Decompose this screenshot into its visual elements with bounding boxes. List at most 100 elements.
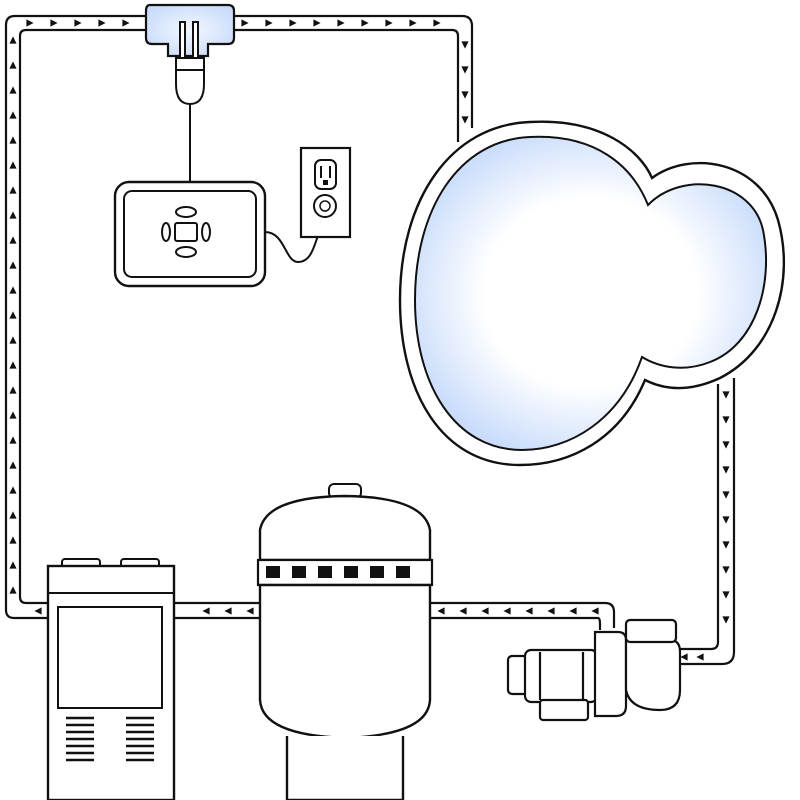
flow-arrow (9, 486, 17, 494)
flow-arrow (9, 436, 17, 444)
flow-arrow (433, 19, 441, 27)
flow-arrow (9, 586, 17, 594)
flow-arrow (9, 561, 17, 569)
filter-clamp (396, 566, 410, 578)
flow-arrow (722, 591, 730, 599)
filter-lid (258, 494, 432, 562)
flow-arrow (722, 541, 730, 549)
pump-foot (538, 698, 590, 722)
flow-arrow (9, 86, 17, 94)
flow-arrow (9, 311, 17, 319)
flow-arrow (696, 653, 704, 661)
flow-arrow (289, 19, 297, 27)
flow-arrow (34, 607, 42, 615)
flow-arrow (722, 491, 730, 499)
flow-arrow (591, 607, 599, 615)
flow-arrow (224, 607, 232, 615)
inline-chlorinator-icon (144, 3, 236, 182)
flow-arrow (361, 19, 369, 27)
outlet-plug-icon (313, 194, 337, 218)
chlorinator-body (144, 3, 236, 58)
flow-arrow (722, 391, 730, 399)
flow-arrow (461, 66, 469, 74)
flow-arrow (569, 607, 577, 615)
pipe-network (4, 14, 736, 666)
flow-arrow (547, 607, 555, 615)
pump-inlet (624, 618, 678, 644)
return-pipe-inner (18, 28, 460, 605)
flow-arrow (122, 19, 130, 27)
flow-arrow (202, 607, 210, 615)
heater-icon (46, 558, 176, 800)
flow-arrow (26, 19, 34, 27)
flow-arrow (461, 116, 469, 124)
control-panel-screen (123, 190, 257, 278)
filter-clamp (344, 566, 358, 578)
pipe-pump-filter-upper (430, 601, 616, 628)
pool-icon (398, 120, 785, 467)
flow-arrow (9, 186, 17, 194)
flow-arrow (9, 211, 17, 219)
heater-vents (66, 716, 154, 762)
flow-arrow (9, 386, 17, 394)
filter-clamp (318, 566, 332, 578)
pipe-pool-pump-inner (676, 384, 720, 651)
flow-arrows (9, 19, 730, 661)
flow-arrow (385, 19, 393, 27)
flow-arrow (9, 336, 17, 344)
flow-arrow (722, 616, 730, 624)
flow-arrow (246, 607, 254, 615)
control-panel-icon (113, 180, 326, 288)
flow-arrow (525, 607, 533, 615)
pump-icon (506, 618, 682, 722)
flow-arrow (461, 91, 469, 99)
flow-arrow (9, 36, 17, 44)
pipe-pump-filter-lower (430, 616, 602, 630)
flow-arrow (680, 653, 688, 661)
flow-arrow (9, 461, 17, 469)
control-panel-dpad-icon (161, 206, 211, 258)
flow-arrow (9, 286, 17, 294)
flow-arrow (265, 19, 273, 27)
flow-arrow (722, 466, 730, 474)
pool-water (413, 135, 767, 452)
flow-arrow (9, 236, 17, 244)
flow-arrow (503, 607, 511, 615)
chlorinator-plug-icon (175, 21, 205, 106)
flow-arrow (722, 416, 730, 424)
flow-arrow (50, 19, 58, 27)
flow-arrow (461, 41, 469, 49)
flow-arrow (9, 536, 17, 544)
flow-arrow (722, 566, 730, 574)
flow-arrow (9, 136, 17, 144)
flow-arrow (409, 19, 417, 27)
flow-arrow (241, 19, 249, 27)
filter-clamp (266, 566, 280, 578)
pipe-pool-pump-outer (676, 378, 736, 666)
return-pipe-outer (4, 14, 474, 620)
heater-panel (57, 606, 163, 709)
flow-arrow (337, 19, 345, 27)
flow-arrow (437, 607, 445, 615)
flow-arrow (9, 411, 17, 419)
flow-arrow (9, 161, 17, 169)
flow-arrow (9, 61, 17, 69)
power-outlet-icon (299, 146, 352, 239)
filter-tank-icon (256, 483, 434, 800)
filter-clamp (292, 566, 306, 578)
filter-body (258, 583, 432, 740)
filter-clamps (266, 566, 410, 578)
flow-arrow (9, 261, 17, 269)
flow-arrow (74, 19, 82, 27)
pump-volute (593, 630, 628, 718)
filter-base (285, 736, 405, 800)
filter-clamp (370, 566, 384, 578)
flow-arrow (9, 511, 17, 519)
flow-arrow (313, 19, 321, 27)
flow-arrow (722, 516, 730, 524)
flow-arrow (481, 607, 489, 615)
pump-housing (624, 638, 682, 712)
flow-arrow (98, 19, 106, 27)
